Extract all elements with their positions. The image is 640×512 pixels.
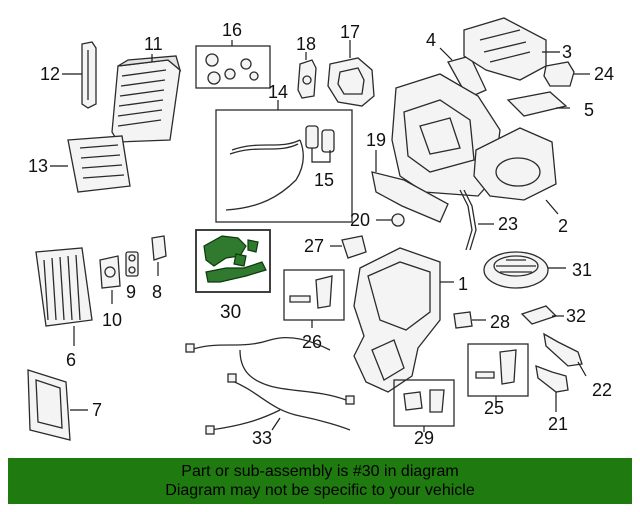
- part-14-hoses: [215, 100, 353, 223]
- label-17: 17: [340, 22, 360, 42]
- part-17-seal: [327, 40, 375, 107]
- part-1-lower-housing: [353, 247, 454, 393]
- part-3-housing: [463, 17, 560, 81]
- label-32: 32: [566, 306, 586, 326]
- label-19: 19: [366, 130, 386, 150]
- part-16-hardware: [195, 40, 271, 89]
- part-5-filter: [506, 91, 570, 117]
- label-3: 3: [562, 42, 572, 62]
- label-28: 28: [490, 312, 510, 332]
- label-4: 4: [426, 30, 436, 50]
- part-8-sensor: [151, 235, 167, 276]
- part-22-bracket: [543, 332, 587, 377]
- part-7-frame: [27, 369, 88, 441]
- part-32-resistor: [520, 305, 564, 325]
- label-11: 11: [144, 34, 163, 54]
- part-26-kit: [283, 269, 345, 328]
- part-20-clip: [376, 213, 405, 227]
- label-5: 5: [584, 100, 594, 120]
- part-12-bracket: [62, 41, 97, 109]
- label-8: 8: [152, 282, 162, 302]
- part-18-sensor: [297, 52, 317, 99]
- info-banner: Part or sub-assembly is #30 in diagram D…: [8, 458, 632, 504]
- label-1: 1: [458, 274, 468, 294]
- banner-line-2: Diagram may not be specific to your vehi…: [165, 482, 475, 499]
- label-13: 13: [28, 156, 48, 176]
- parts-diagram: 12 11 16 18 17 4 3: [27, 17, 614, 448]
- label-22: 22: [592, 380, 612, 400]
- label-9: 9: [126, 282, 136, 302]
- label-18: 18: [296, 34, 316, 54]
- part-6-core: [35, 247, 93, 346]
- part-24-actuator: [543, 61, 590, 87]
- part-9-seal: [125, 251, 139, 277]
- label-2: 2: [558, 216, 568, 236]
- label-15: 15: [314, 170, 334, 190]
- label-21: 21: [548, 414, 568, 434]
- part-23-tube: [459, 189, 494, 251]
- part-31-blower-motor: [483, 251, 566, 289]
- part-21-bracket: [535, 364, 569, 412]
- part-29-kit: [393, 379, 455, 432]
- part-19-duct: [371, 150, 449, 223]
- label-30: 30: [220, 302, 241, 323]
- part-25-kit: [467, 343, 529, 402]
- banner-line-1: Part or sub-assembly is #30 in diagram: [181, 463, 459, 480]
- label-31: 31: [572, 260, 592, 280]
- part-10-valve: [99, 255, 121, 304]
- part-2-blower-housing: [473, 127, 559, 215]
- label-29: 29: [414, 428, 434, 448]
- label-12: 12: [40, 64, 60, 84]
- label-23: 23: [498, 214, 518, 234]
- label-27: 27: [304, 236, 324, 256]
- label-14: 14: [268, 82, 288, 102]
- label-33: 33: [252, 428, 272, 448]
- label-6: 6: [66, 350, 76, 370]
- part-27-actuator: [330, 235, 367, 259]
- part-28-sensor: [453, 311, 486, 329]
- part-11-heater-core: [111, 54, 182, 143]
- label-20: 20: [350, 210, 370, 230]
- part-33-harness: [185, 337, 355, 435]
- label-24: 24: [594, 64, 614, 84]
- label-16: 16: [222, 20, 242, 40]
- label-25: 25: [484, 398, 504, 418]
- label-7: 7: [92, 400, 102, 420]
- part-13-evaporator: [50, 135, 131, 193]
- part-30-highlighted: [195, 229, 271, 293]
- label-10: 10: [102, 310, 122, 330]
